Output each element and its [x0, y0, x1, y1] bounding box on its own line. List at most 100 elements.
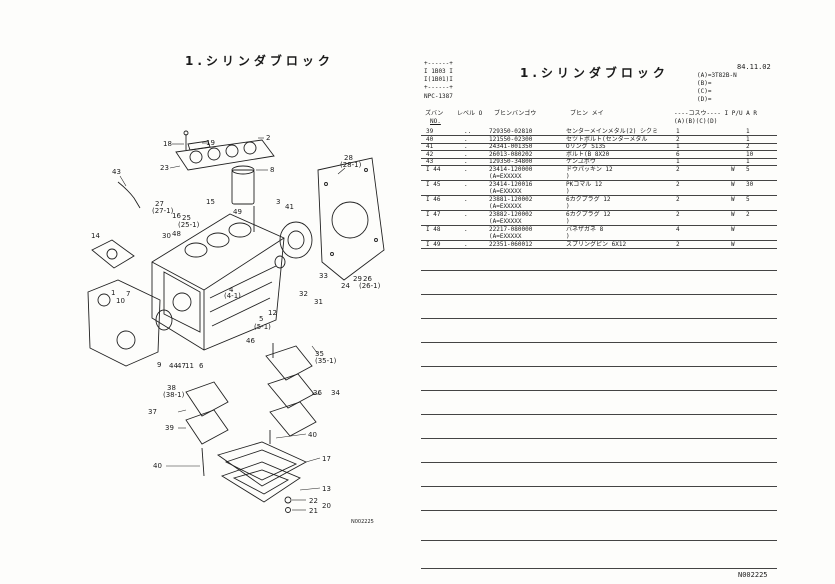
row-pu: W — [731, 240, 735, 248]
callout-36: 36 — [313, 389, 322, 397]
row-part-name: 6カクプラグ 12 — [566, 210, 611, 218]
callout-4: 4 — [229, 286, 234, 294]
row-part-number: 22217-080000 — [489, 225, 533, 233]
row-rule — [421, 210, 777, 211]
callout-48: 48 — [172, 230, 181, 238]
callout-40-right: 40 — [308, 431, 317, 439]
callout-46: 46 — [246, 337, 255, 345]
callout-35: 35 — [315, 350, 324, 358]
row-level: . — [464, 195, 468, 203]
callout-40-left: 40 — [153, 462, 162, 470]
header-level: レベル O — [457, 110, 483, 117]
applicability-a: (A)=3T82B-N — [697, 72, 737, 79]
callout-23: 23 — [160, 164, 169, 172]
row-level: . — [464, 180, 468, 188]
rule — [421, 510, 777, 511]
callout-4-1: (4-1) — [224, 292, 241, 300]
callout-33: 33 — [319, 272, 328, 280]
header-qty: ----コスウ---- I P/U A R — [674, 110, 758, 117]
callout-16: 16 — [172, 212, 181, 220]
row-qty-a: 4 — [676, 225, 680, 233]
callout-6: 6 — [199, 362, 204, 370]
row-part-number: 22351-060012 — [489, 240, 533, 248]
row-part-name: ) — [566, 203, 570, 210]
row-part-name: ケンユボウ — [566, 158, 596, 165]
row-pu: W — [731, 180, 735, 188]
callout-31: 31 — [314, 298, 323, 306]
row-level: . — [464, 210, 468, 218]
row-part-number: 26013-080202 — [489, 150, 533, 158]
row-part-number: 129350-34800 — [489, 158, 533, 165]
callout-8: 8 — [270, 166, 275, 174]
row-level: . — [464, 225, 468, 233]
list-title: 1.シリンダブロック — [520, 66, 669, 80]
row-rule — [421, 240, 777, 241]
row-qty-r: 1 — [746, 135, 750, 143]
row-qty-a: 2 — [676, 195, 680, 203]
callout-34: 34 — [331, 389, 340, 397]
row-id: 42 — [426, 150, 434, 158]
row-pu: W — [731, 225, 735, 233]
callout-9: 9 — [157, 361, 162, 369]
row-part-number: 23414-120000 — [489, 165, 533, 173]
model-box-line1: I 1B03 I — [424, 68, 453, 75]
callout-29: 29 — [353, 275, 362, 283]
callout-15: 15 — [206, 198, 215, 206]
callout-49: 49 — [233, 208, 242, 216]
row-part-name: バネザガネ 8 — [566, 225, 604, 233]
callout-44: 44 — [169, 362, 178, 370]
row-id: 41 — [426, 143, 434, 150]
rule — [421, 540, 777, 541]
callout-17: 17 — [322, 455, 331, 463]
revision-date: 84.11.02 — [737, 63, 771, 71]
row-qty-r: 30 — [746, 180, 754, 188]
callout-22: 22 — [309, 497, 318, 505]
callout-37: 37 — [148, 408, 157, 416]
applicability-c: (C)= — [697, 88, 712, 95]
callout-10: 10 — [116, 297, 125, 305]
callout-26: 26 — [363, 275, 372, 283]
callout-1: 1 — [111, 289, 116, 297]
npc-code: NPC-1387 — [424, 93, 453, 100]
rule — [421, 294, 777, 295]
row-part-name: PKコマル 12 — [566, 180, 603, 188]
row-id: I 45 — [426, 180, 441, 188]
row-part-number: (A=EXXXXX — [489, 233, 522, 240]
row-pu: W — [731, 165, 735, 173]
callout-5: 5 — [259, 315, 264, 323]
callout-30: 30 — [162, 232, 171, 240]
row-rule — [421, 165, 777, 166]
drawing-code: N002225 — [351, 519, 374, 525]
row-rule — [421, 142, 777, 144]
row-part-number: 121550-02300 — [489, 135, 533, 143]
callout-38: 38 — [167, 384, 176, 392]
row-part-number: 23414-120016 — [489, 180, 533, 188]
row-qty-a: 2 — [676, 180, 680, 188]
row-level: . — [464, 150, 468, 158]
row-part-number: (A=EXXXXX — [489, 203, 522, 210]
header-zu-no: ズバン — [425, 110, 444, 117]
row-level: . — [464, 135, 468, 143]
row-id: 43 — [426, 158, 434, 165]
header-no: NO. — [430, 118, 441, 125]
model-box-top: +------+ — [424, 60, 453, 67]
row-pu: W — [731, 195, 735, 203]
callout-11: 11 — [185, 362, 194, 370]
row-rule — [421, 135, 777, 136]
rule — [421, 342, 777, 343]
callout-38-1: (38-1) — [163, 391, 185, 399]
callout-28-1: (28-1) — [340, 161, 362, 169]
row-part-name: 6カクプラグ 12 — [566, 195, 611, 203]
callout-26-1: (26-1) — [359, 282, 381, 290]
row-rule — [421, 150, 777, 151]
rule — [421, 390, 777, 391]
rule — [421, 366, 777, 367]
header-qty-cols: (A)(B)(C)(D) — [674, 118, 718, 125]
callout-43: 43 — [112, 168, 121, 176]
rule — [421, 568, 777, 569]
row-qty-a: 2 — [676, 240, 680, 248]
row-id: I 44 — [426, 165, 441, 173]
row-qty-r: 5 — [746, 195, 750, 203]
row-id: 39 — [426, 128, 434, 135]
